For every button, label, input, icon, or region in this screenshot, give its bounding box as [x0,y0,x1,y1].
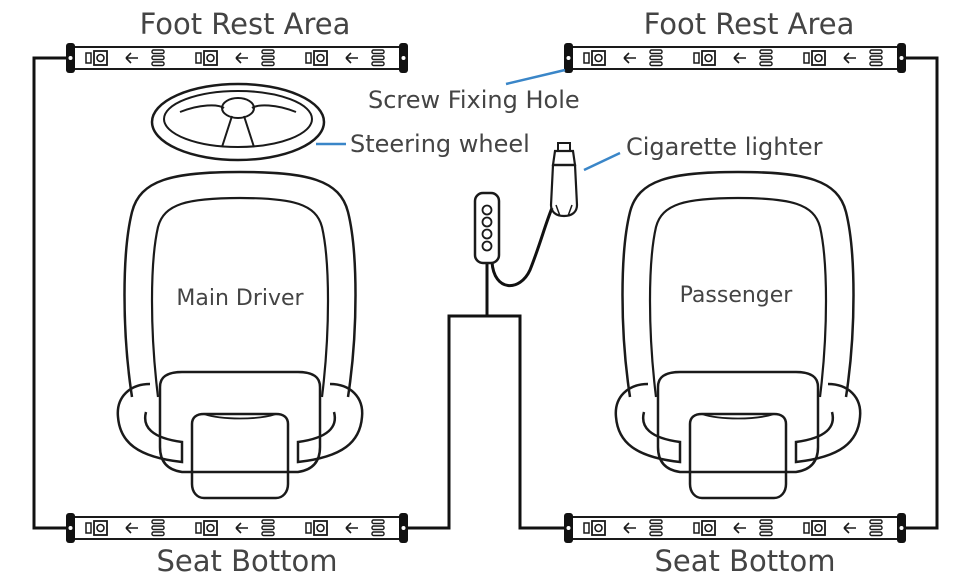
wire-left-seat-to-junction [402,314,487,530]
led-strip-foot-rest-right [563,42,907,74]
label-passenger: Passenger [680,283,794,308]
label-seat-bottom-left: Seat Bottom [157,544,338,578]
pointer-cigarette-lighter [583,151,621,172]
wire-junction-to-right-seat [487,314,570,530]
label-screw-fixing-hole: Screw Fixing Hole [368,86,580,114]
pointer-screw-hole [505,68,566,86]
label-main-driver: Main Driver [176,286,304,311]
button-dot-icon [481,204,493,216]
label-foot-rest-right: Foot Rest Area [644,7,855,41]
label-seat-bottom-right: Seat Bottom [655,544,836,578]
label-cigarette-lighter: Cigarette lighter [626,133,823,161]
led-strip-seat-bottom-left [65,512,409,544]
led-strip-seat-bottom-right [563,512,907,544]
steering-wheel-icon [150,82,326,162]
driver-seat-icon [116,170,364,500]
cigarette-lighter-icon [549,142,579,218]
wire-controller-to-lighter [490,207,554,288]
wire-right-loop [900,56,939,530]
button-dot-icon [481,240,493,252]
label-foot-rest-left: Foot Rest Area [140,7,351,41]
button-dot-icon [481,216,493,228]
label-steering-wheel: Steering wheel [350,130,530,158]
wire-left-loop [32,56,72,530]
passenger-seat-icon [614,170,862,500]
button-dot-icon [481,228,493,240]
led-strip-foot-rest-left [65,42,409,74]
controller-box [473,191,501,265]
